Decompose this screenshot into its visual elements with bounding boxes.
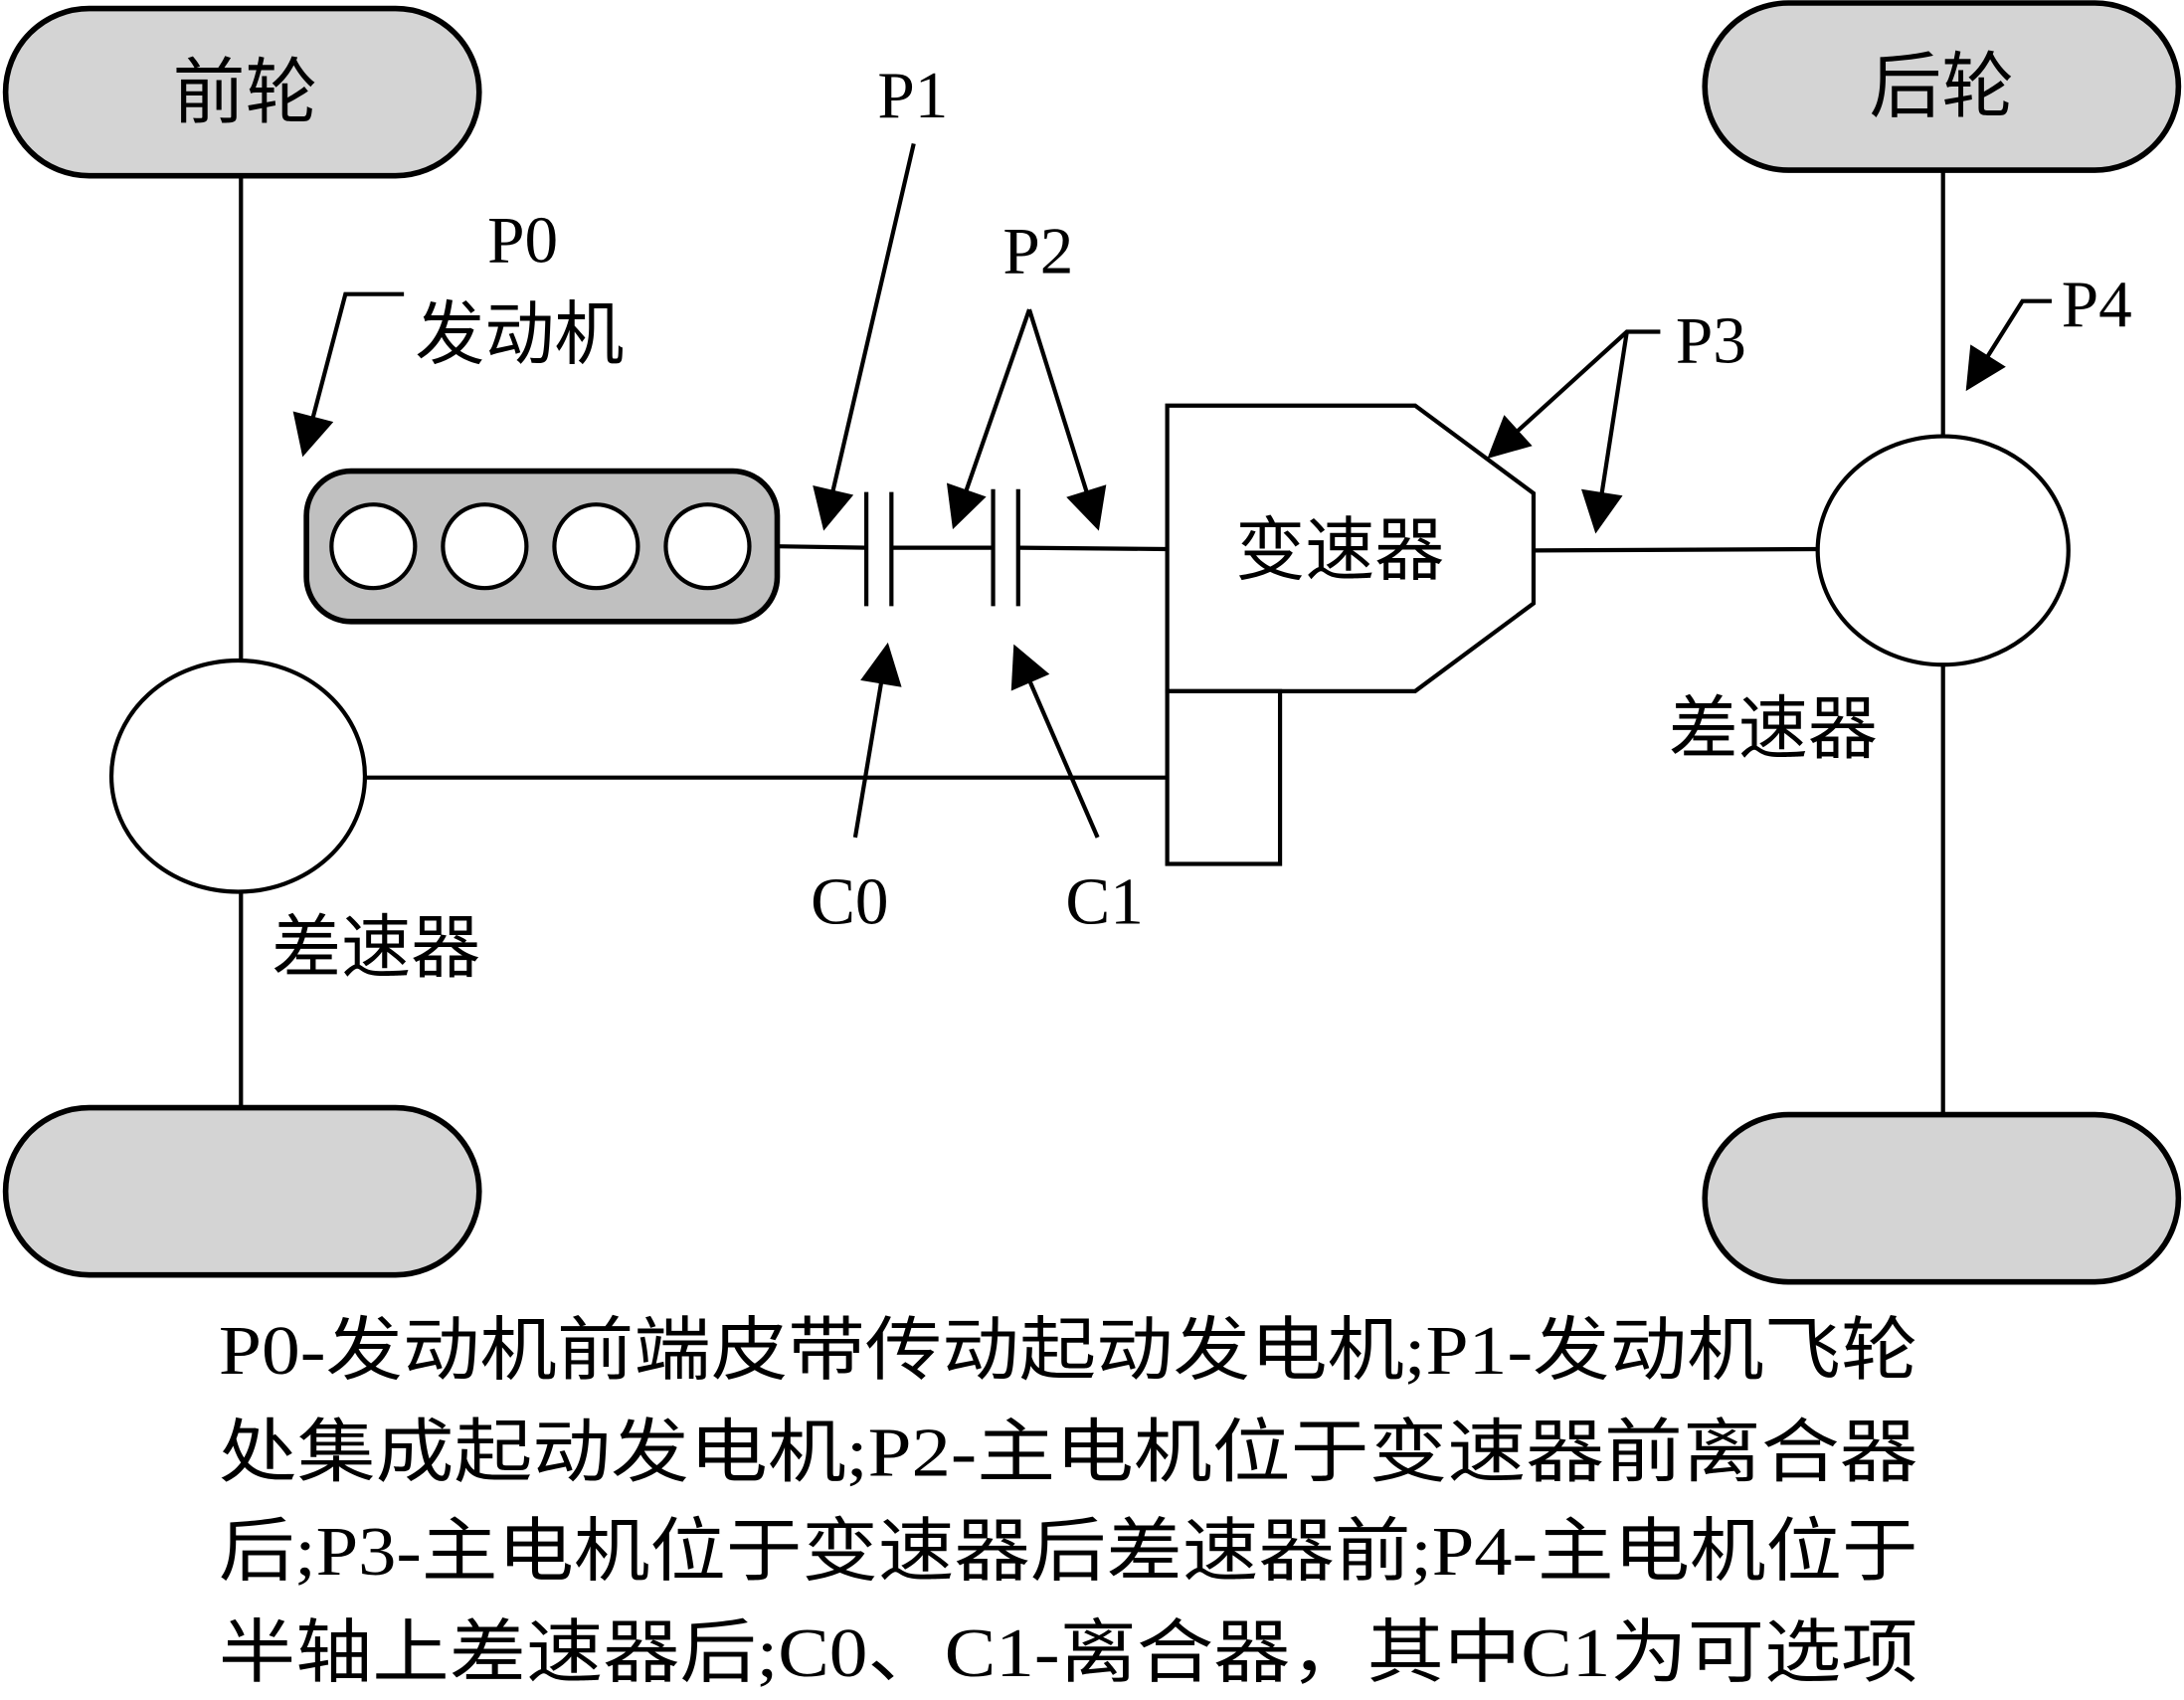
p4-label: P4	[2062, 267, 2132, 341]
rear-differential	[1815, 434, 2071, 667]
p3-label: P3	[1676, 302, 1746, 377]
c1-arrow	[1010, 644, 1100, 839]
transfer-case	[1165, 688, 1283, 866]
rear-wheel-top	[1702, 0, 2182, 173]
rear-wheel-bottom	[1702, 1111, 2182, 1285]
engine-cylinder	[552, 502, 640, 591]
p0-arrow	[292, 291, 405, 458]
p0-label: P0	[487, 202, 558, 277]
p2-arrow-right	[1026, 308, 1107, 531]
engine-cylinder	[441, 502, 529, 591]
rear-differential-label: 差速器	[1669, 691, 1878, 768]
front-wheel-bottom	[2, 1104, 482, 1278]
p2-arrow-left	[946, 308, 1031, 530]
p1-arrow	[813, 142, 916, 531]
caption-line: 半轴上差速器后;C0、C1-离合器，其中C1为可选项	[219, 1615, 1918, 1692]
front-wheel-label: 前轮	[173, 53, 318, 133]
p4-arrow	[1965, 298, 2052, 392]
front-differential	[108, 658, 368, 894]
shaft-segment	[777, 544, 867, 550]
c0-arrow	[852, 642, 902, 839]
rear-wheel-label: 后轮	[1869, 47, 2014, 127]
c0-label: C0	[811, 864, 888, 939]
p3-arrow-transmission	[1487, 329, 1661, 459]
caption-line: P0-发动机前端皮带传动起动发电机;P1-发动机飞轮	[219, 1313, 1918, 1390]
transmission-label: 变速器	[1235, 513, 1444, 590]
rear-driveshaft	[1533, 546, 1820, 553]
p3-arrow-shaft	[1581, 331, 1629, 534]
front-wheel-top	[2, 5, 482, 179]
c1-label: C1	[1065, 864, 1143, 939]
engine-label: 发动机	[415, 297, 624, 374]
caption: P0-发动机前端皮带传动起动发电机;P1-发动机飞轮 处集成起动发电机;P2-主…	[219, 1313, 1918, 1692]
engine-cylinder	[329, 502, 418, 591]
caption-line: 后;P3-主电机位于变速器后差速器前;P4-主电机位于	[219, 1514, 1918, 1591]
caption-line: 处集成起动发电机;P2-主电机位于变速器前离合器	[219, 1415, 1918, 1491]
shaft-segment	[1017, 545, 1168, 552]
p2-label: P2	[1002, 214, 1073, 288]
p1-label: P1	[877, 58, 948, 132]
engine-cylinder	[663, 502, 752, 591]
front-differential-label: 差速器	[272, 910, 480, 987]
